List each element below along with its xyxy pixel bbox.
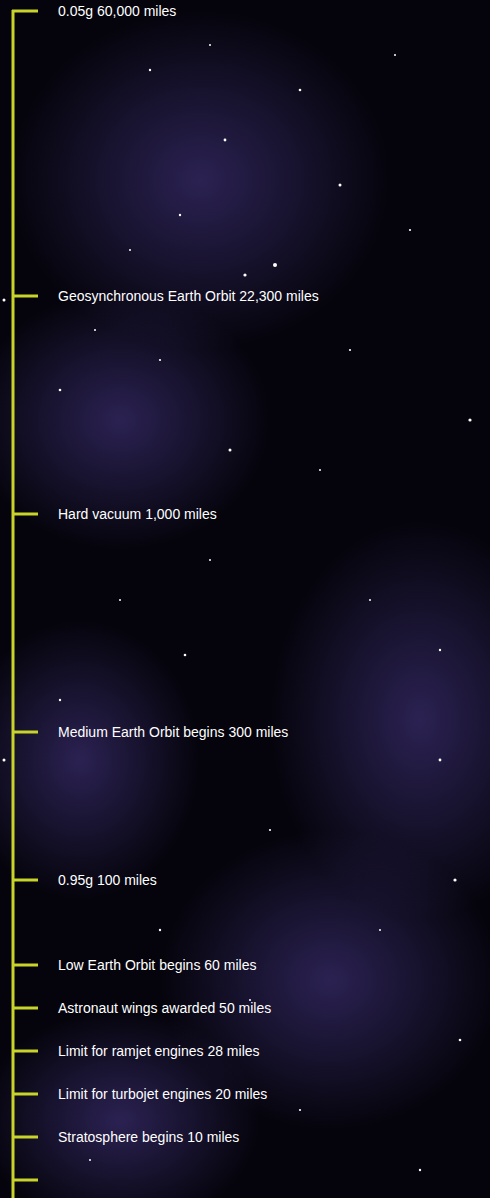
altitude-label: Limit for turbojet engines 20 miles [58, 1085, 267, 1103]
altitude-label: Hard vacuum 1,000 miles [58, 505, 217, 523]
altitude-label: Medium Earth Orbit begins 300 miles [58, 723, 288, 741]
scale-ticks [12, 10, 38, 1198]
nebula [0, 290, 270, 550]
nebula [0, 1010, 260, 1198]
altitude-label: 0.95g 100 miles [58, 871, 157, 889]
altitude-label: 0.05g 60,000 miles [58, 2, 176, 20]
nebula [0, 620, 200, 900]
altitude-label: Low Earth Orbit begins 60 miles [58, 956, 256, 974]
altitude-label: Limit for ramjet engines 28 miles [58, 1042, 260, 1060]
altitude-label: Stratosphere begins 10 miles [58, 1128, 239, 1146]
altitude-label: Geosynchronous Earth Orbit 22,300 miles [58, 287, 319, 305]
nebula [10, 10, 390, 350]
altitude-label: Astronaut wings awarded 50 miles [58, 999, 271, 1017]
stars [3, 44, 472, 1171]
